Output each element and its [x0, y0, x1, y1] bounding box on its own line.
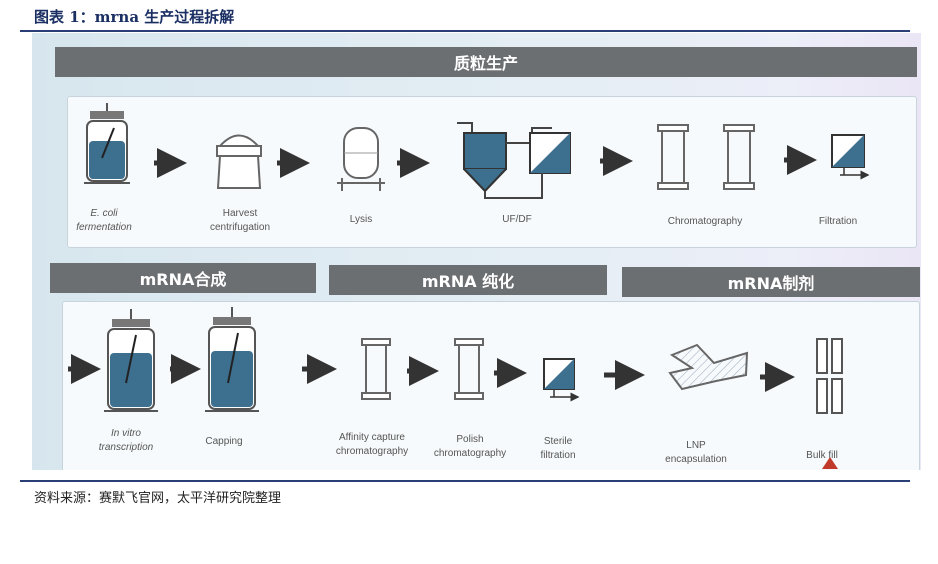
band-plasmid: 质粒生产 [55, 47, 917, 77]
label-ivt: In vitro transcription [99, 427, 153, 455]
band-formulation: mRNA制剂 [622, 267, 920, 297]
centrifuge-icon [216, 134, 262, 189]
lysis-tank-icon [337, 127, 385, 191]
label-bulk-fill: Bulk fill [806, 450, 838, 461]
bottom-rule [20, 480, 910, 482]
column-icon [657, 124, 689, 190]
label-ivt-text: In vitro transcription [98, 428, 154, 453]
source-note: 资料来源：赛默飞官网，太平洋研究院整理 [34, 491, 282, 506]
process-diagram-photo: 质粒生产 mRNA合成 mRNA 纯化 mRNA制剂 [32, 33, 921, 470]
vials-icon [816, 338, 843, 414]
filter-icon [543, 358, 580, 402]
filter-icon [831, 134, 870, 180]
label-filtration: Filtration [818, 216, 858, 227]
label-lnp: LNP encapsulation [665, 440, 727, 465]
top-rule [20, 30, 910, 32]
fermenter-icon [84, 103, 130, 184]
band-purification: mRNA 纯化 [329, 265, 607, 295]
cursor-mark [822, 457, 838, 469]
ufdf-icon [457, 122, 571, 199]
figure-title: 图表 1：mrna 生产过程拆解 [34, 8, 235, 26]
mixer-icon [668, 343, 749, 391]
column-icon [361, 338, 391, 400]
column-icon [723, 124, 755, 190]
label-affinity: Affinity capture chromatography [335, 432, 409, 457]
band-synthesis: mRNA合成 [50, 263, 316, 293]
label-lysis: Lysis [349, 214, 373, 225]
label-harvest: Harvest centrifugation [209, 208, 271, 233]
label-fermentation-text: E. coli fermentation [76, 208, 132, 233]
label-polish: Polish chromatography [433, 434, 507, 459]
label-ufdf: UF/DF [502, 214, 532, 225]
label-sterile: Sterile filtration [540, 436, 576, 461]
label-chromatography: Chromatography [667, 216, 743, 227]
reactor-icon [104, 309, 158, 412]
process-icons [68, 103, 870, 469]
label-capping: Capping [205, 436, 243, 447]
column-icon [454, 338, 484, 400]
label-fermentation: E. coli fermentation [76, 207, 132, 235]
reactor-icon [205, 307, 259, 412]
